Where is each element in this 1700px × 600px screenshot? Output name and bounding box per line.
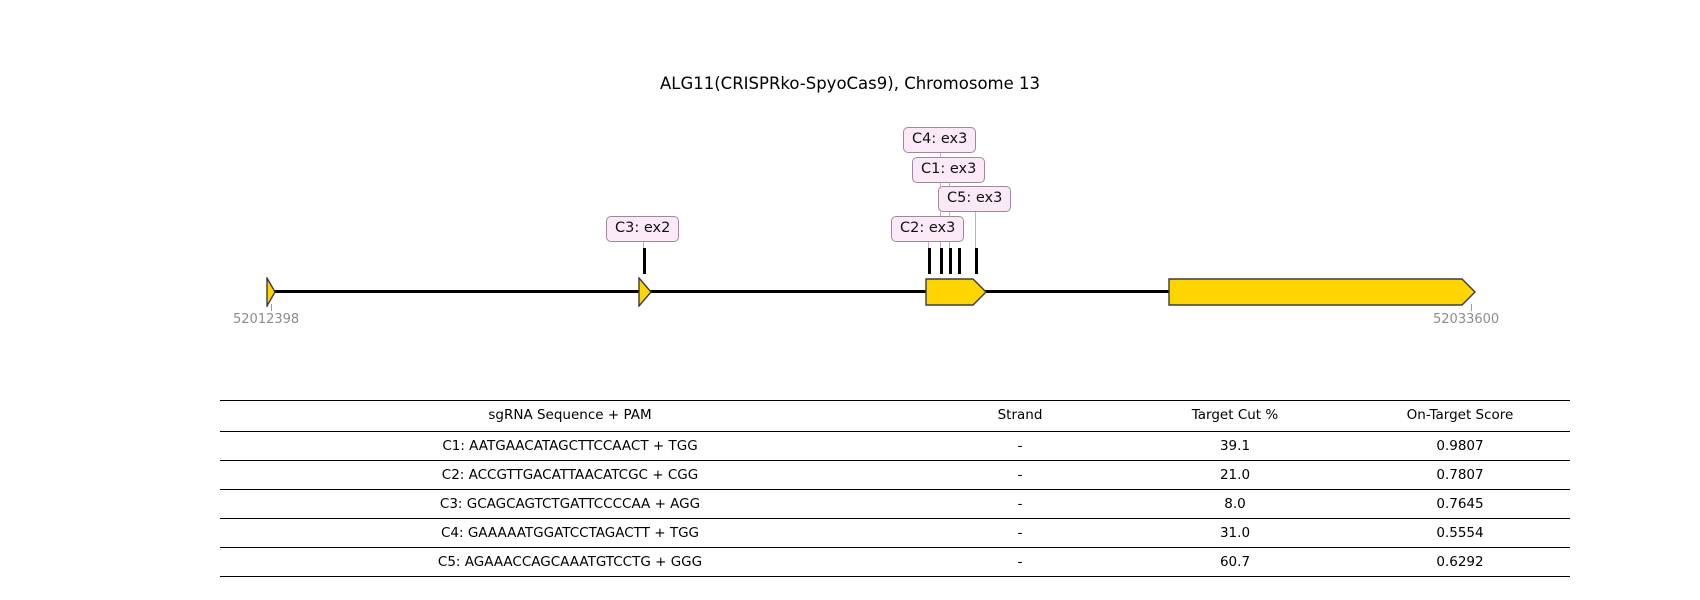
column-header-cut: Target Cut % bbox=[1120, 400, 1350, 432]
cell-score: 0.9807 bbox=[1350, 431, 1570, 461]
cell-strand: - bbox=[920, 518, 1120, 548]
cell-sequence: C3: GCAGCAGTCTGATTCCCCAA + AGG bbox=[220, 489, 920, 519]
cell-cut: 39.1 bbox=[1120, 431, 1350, 461]
cut-site-tick-c3 bbox=[643, 248, 646, 274]
cell-score: 0.7807 bbox=[1350, 460, 1570, 490]
exon-block-ex3 bbox=[925, 278, 987, 306]
table-header-row: sgRNA Sequence + PAM Strand Target Cut %… bbox=[220, 400, 1570, 432]
table-row[interactable]: C5: AGAAACCAGCAAATGTCCTG + GGG - 60.7 0.… bbox=[220, 547, 1570, 577]
connector-c5 bbox=[975, 202, 977, 248]
cell-strand: - bbox=[920, 489, 1120, 519]
cell-cut: 60.7 bbox=[1120, 547, 1350, 577]
cut-site-tick-c5 bbox=[975, 248, 978, 274]
cut-site-tick-c2 bbox=[928, 248, 931, 274]
sgrna-table: sgRNA Sequence + PAM Strand Target Cut %… bbox=[220, 400, 1570, 577]
cell-cut: 31.0 bbox=[1120, 518, 1350, 548]
exon-block-ex4 bbox=[1168, 278, 1476, 306]
table-body: C1: AATGAACATAGCTTCCAACT + TGG - 39.1 0.… bbox=[220, 431, 1570, 577]
coordinate-label-end: 52033600 bbox=[1433, 312, 1500, 327]
coordinate-tick-start bbox=[271, 304, 272, 311]
table-row[interactable]: C3: GCAGCAGTCTGATTCCCCAA + AGG - 8.0 0.7… bbox=[220, 489, 1570, 519]
cell-score: 0.5554 bbox=[1350, 518, 1570, 548]
guide-label-c4[interactable]: C4: ex3 bbox=[903, 127, 977, 153]
exon-marker-ex2 bbox=[638, 277, 652, 307]
cut-site-tick-c5b bbox=[958, 248, 961, 274]
cell-strand: - bbox=[920, 431, 1120, 461]
cell-strand: - bbox=[920, 460, 1120, 490]
table-row[interactable]: C1: AATGAACATAGCTTCCAACT + TGG - 39.1 0.… bbox=[220, 431, 1570, 461]
coordinate-label-start: 52012398 bbox=[233, 312, 300, 327]
cell-sequence: C2: ACCGTTGACATTAACATCGC + CGG bbox=[220, 460, 920, 490]
gene-backbone-line bbox=[271, 290, 1471, 293]
cell-strand: - bbox=[920, 547, 1120, 577]
guide-label-c5[interactable]: C5: ex3 bbox=[938, 186, 1012, 212]
cell-score: 0.6292 bbox=[1350, 547, 1570, 577]
page-title: ALG11(CRISPRko-SpyoCas9), Chromosome 13 bbox=[659, 74, 1041, 93]
cut-site-tick-c1 bbox=[949, 248, 952, 274]
cell-cut: 21.0 bbox=[1120, 460, 1350, 490]
table-row[interactable]: C4: GAAAAATGGATCCTAGACTT + TGG - 31.0 0.… bbox=[220, 518, 1570, 548]
cell-cut: 8.0 bbox=[1120, 489, 1350, 519]
gene-track: C4: ex3 C1: ex3 C5: ex3 C2: ex3 C3: ex2 … bbox=[233, 127, 1500, 327]
guide-label-c1[interactable]: C1: ex3 bbox=[912, 157, 986, 183]
table-row[interactable]: C2: ACCGTTGACATTAACATCGC + CGG - 21.0 0.… bbox=[220, 460, 1570, 490]
guide-label-c3[interactable]: C3: ex2 bbox=[606, 216, 680, 242]
column-header-score: On-Target Score bbox=[1350, 400, 1570, 432]
cell-sequence: C4: GAAAAATGGATCCTAGACTT + TGG bbox=[220, 518, 920, 548]
guide-label-c2[interactable]: C2: ex3 bbox=[891, 216, 965, 242]
coordinate-tick-end bbox=[1471, 304, 1472, 311]
table-header: sgRNA Sequence + PAM Strand Target Cut %… bbox=[220, 400, 1570, 432]
column-header-strand: Strand bbox=[920, 400, 1120, 432]
column-header-sequence: sgRNA Sequence + PAM bbox=[220, 400, 920, 432]
cell-sequence: C5: AGAAACCAGCAAATGTCCTG + GGG bbox=[220, 547, 920, 577]
cell-sequence: C1: AATGAACATAGCTTCCAACT + TGG bbox=[220, 431, 920, 461]
cell-score: 0.7645 bbox=[1350, 489, 1570, 519]
cut-site-tick-c4 bbox=[940, 248, 943, 274]
exon-marker-ex1 bbox=[266, 277, 276, 307]
